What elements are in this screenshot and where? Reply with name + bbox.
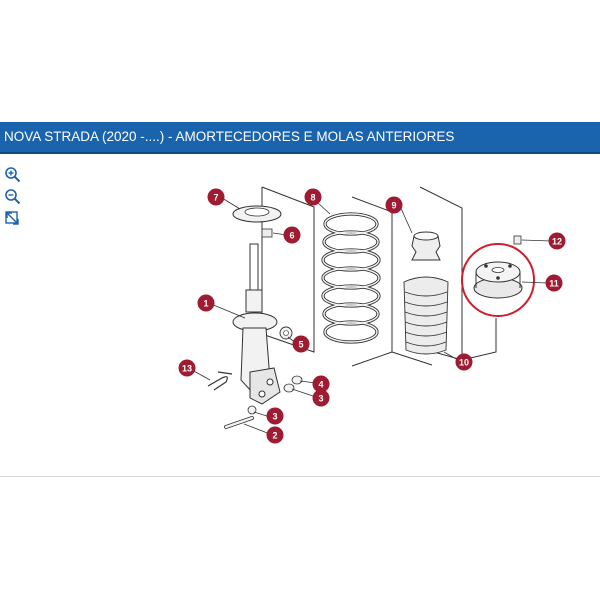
page-title: NOVA STRADA (2020 -....) - AMORTECEDORES… xyxy=(4,129,455,144)
mounting-bolt[interactable] xyxy=(224,416,254,429)
washer[interactable] xyxy=(279,326,293,340)
svg-text:2: 2 xyxy=(272,430,277,440)
bottom-divider xyxy=(0,476,600,477)
shock-absorber-strut[interactable] xyxy=(232,243,281,405)
svg-text:3: 3 xyxy=(272,411,277,421)
callout-7[interactable]: 7 xyxy=(207,188,225,206)
zoom-in-icon[interactable] xyxy=(4,166,22,184)
dust-boot[interactable] xyxy=(403,276,449,355)
svg-text:10: 10 xyxy=(459,357,469,367)
svg-text:1: 1 xyxy=(203,298,208,308)
callout-5[interactable]: 5 xyxy=(292,335,310,353)
callout-2[interactable]: 2 xyxy=(266,426,284,444)
spring-seat-plate[interactable] xyxy=(232,205,282,223)
svg-text:3: 3 xyxy=(318,393,323,403)
svg-text:11: 11 xyxy=(549,278,559,288)
svg-text:6: 6 xyxy=(289,230,294,240)
svg-text:8: 8 xyxy=(310,192,315,202)
coil-spring[interactable] xyxy=(321,212,381,344)
svg-text:12: 12 xyxy=(552,236,562,246)
callout-4[interactable]: 4 xyxy=(312,375,330,393)
svg-text:4: 4 xyxy=(318,379,323,389)
callout-6[interactable]: 6 xyxy=(283,226,301,244)
parts-diagram[interactable]: 1 2 3 3 4 5 6 7 8 9 10 11 xyxy=(0,154,600,476)
svg-text:13: 13 xyxy=(182,363,192,373)
mount-nut[interactable] xyxy=(513,235,522,245)
callout-3-lower[interactable]: 3 xyxy=(266,407,284,425)
callout-3-upper[interactable]: 3 xyxy=(312,389,330,407)
callout-9[interactable]: 9 xyxy=(385,196,403,214)
page-header: NOVA STRADA (2020 -....) - AMORTECEDORES… xyxy=(0,122,600,152)
fit-to-screen-icon[interactable] xyxy=(4,210,22,228)
svg-text:9: 9 xyxy=(391,200,396,210)
top-mount-highlight[interactable] xyxy=(461,243,535,317)
callout-12[interactable]: 12 xyxy=(548,232,566,250)
svg-text:5: 5 xyxy=(298,339,303,349)
callout-1[interactable]: 1 xyxy=(197,294,215,312)
callout-8[interactable]: 8 xyxy=(304,188,322,206)
top-nut[interactable] xyxy=(261,228,273,238)
callout-10[interactable]: 10 xyxy=(455,353,473,371)
wire-clip[interactable] xyxy=(207,371,233,391)
header-divider xyxy=(0,152,600,154)
svg-text:7: 7 xyxy=(213,192,218,202)
bump-stop[interactable] xyxy=(411,231,441,261)
callout-11[interactable]: 11 xyxy=(545,274,563,292)
zoom-out-icon[interactable] xyxy=(4,188,22,206)
callout-13[interactable]: 13 xyxy=(178,359,196,377)
